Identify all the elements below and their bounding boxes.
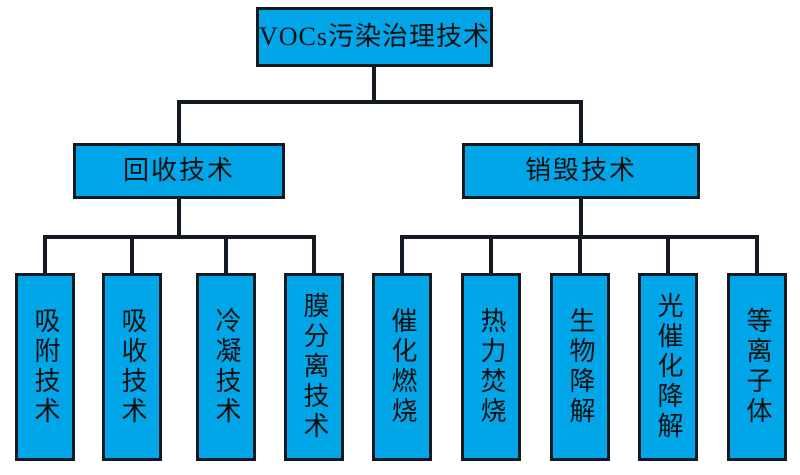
root-node-vocs-treatment: VOCs污染治理技术: [256, 7, 493, 67]
leaf-node-label: 等离子体: [743, 307, 772, 427]
connector-line: [666, 235, 670, 275]
connector-line: [579, 196, 583, 239]
connector-line: [43, 235, 47, 275]
connector-line: [43, 235, 316, 239]
leaf-node-plasma: 等离子体: [727, 273, 787, 461]
branch-node-label: 回收技术: [122, 156, 235, 185]
leaf-node-catalytic-combustion: 催化燃烧: [372, 273, 432, 461]
leaf-node-membrane-separation: 膜分离技术: [284, 273, 344, 461]
branch-node-label: 销毁技术: [524, 156, 637, 185]
connector-line: [755, 235, 759, 275]
connector-line: [400, 235, 404, 275]
connector-line: [489, 235, 493, 275]
connector-line: [372, 66, 376, 104]
leaf-node-thermal-incineration: 热力焚烧: [461, 273, 521, 461]
leaf-node-label: 催化燃烧: [388, 307, 417, 427]
connector-line: [177, 196, 181, 239]
leaf-node-label: 生物降解: [566, 307, 595, 427]
leaf-node-label: 膜分离技术: [300, 292, 329, 442]
connector-line: [177, 100, 181, 146]
connector-line: [224, 235, 228, 275]
connector-line: [130, 235, 134, 275]
connector-line: [177, 100, 583, 104]
leaf-node-label: 吸收技术: [118, 307, 147, 427]
leaf-node-biodegradation: 生物降解: [550, 273, 610, 461]
leaf-node-condensation: 冷凝技术: [196, 273, 256, 461]
leaf-node-absorption: 吸收技术: [102, 273, 162, 461]
leaf-node-label: 光催化降解: [654, 292, 683, 442]
leaf-node-label: 吸附技术: [31, 307, 60, 427]
branch-node-destruction: 销毁技术: [462, 143, 700, 199]
leaf-node-adsorption: 吸附技术: [15, 273, 75, 461]
leaf-node-label: 热力焚烧: [477, 307, 506, 427]
leaf-node-photocatalytic-degradation: 光催化降解: [638, 273, 698, 461]
leaf-node-label: 冷凝技术: [212, 307, 241, 427]
connector-line: [578, 235, 582, 275]
root-node-label: VOCs污染治理技术: [259, 22, 491, 51]
connector-line: [312, 235, 316, 275]
connector-line: [579, 100, 583, 146]
branch-node-recovery: 回收技术: [73, 143, 285, 199]
